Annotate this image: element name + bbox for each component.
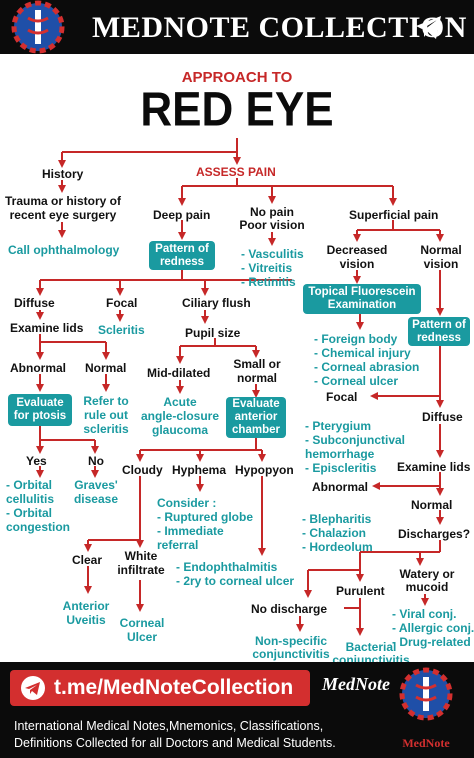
node-assess-pain: ASSESS PAIN bbox=[196, 165, 276, 179]
list-hypopyon: - Endophthalmitis- 2ry to corneal ulcer bbox=[176, 560, 295, 588]
node-graves: Graves'disease bbox=[73, 478, 119, 506]
node-consider: Consider : bbox=[157, 496, 217, 510]
node-watery-line1: Watery or bbox=[399, 567, 455, 581]
node-scleritis: Scleritis bbox=[98, 323, 145, 337]
node-diffuse-right: Diffuse bbox=[422, 410, 463, 424]
mednote-logo-icon bbox=[11, 0, 65, 54]
node-mid-dilated: Mid-dilated bbox=[147, 366, 211, 380]
node-decreased-vision-line1: Decreased bbox=[326, 243, 388, 257]
node-purulent: Purulent bbox=[336, 584, 385, 598]
title-red-eye: RED EYE bbox=[140, 82, 334, 137]
telegram-icon[interactable] bbox=[414, 12, 444, 42]
node-no-discharge: No discharge bbox=[251, 602, 328, 616]
node-no: No bbox=[88, 454, 104, 468]
node-focal-left: Focal bbox=[106, 296, 138, 310]
list-yes: - Orbital cellulitis- Orbital congestion bbox=[6, 478, 71, 534]
telegram-link-text: t.me/MedNoteCollection bbox=[54, 676, 294, 699]
node-trauma-line1: Trauma or history of bbox=[4, 194, 122, 208]
node-examine-lids-right: Examine lids bbox=[397, 460, 471, 474]
list-fluorescein: - Foreign body- Chemical injury- Corneal… bbox=[314, 332, 420, 388]
node-hyphema: Hyphema bbox=[172, 463, 227, 477]
footer-bar: t.me/MedNoteCollection MedNote MedNote I… bbox=[0, 662, 474, 758]
header-title: MEDNOTE COLLECTION bbox=[92, 11, 467, 44]
node-normal-vision-line1: Normal bbox=[420, 243, 462, 257]
node-no-pain-line2: Poor vision bbox=[239, 218, 305, 232]
node-clear: Clear bbox=[72, 553, 103, 567]
node-bacterial-line1: Bacterial bbox=[345, 640, 397, 654]
list-watery: - Viral conj.- Allergic conj.- Drug-rela… bbox=[392, 607, 474, 649]
list-abnormal-right: - Blepharitis- Chalazion- Hordeolum bbox=[302, 512, 373, 554]
footer-brand: MedNote bbox=[322, 674, 390, 694]
node-ciliary-flush: Ciliary flush bbox=[182, 296, 251, 310]
node-watery-line2: mucoid bbox=[405, 580, 449, 594]
header-bar: MEDNOTE COLLECTION bbox=[0, 0, 474, 54]
node-nonspecific-line2: conjunctivitis bbox=[252, 647, 330, 661]
node-yes: Yes bbox=[26, 454, 47, 468]
telegram-icon bbox=[21, 676, 45, 700]
node-pupil-size: Pupil size bbox=[185, 326, 241, 340]
node-diffuse-left: Diffuse bbox=[14, 296, 55, 310]
list-no-pain: - Vasculitis- Vitreitis- Retinitis bbox=[241, 247, 304, 289]
node-normal-right: Normal bbox=[411, 498, 453, 512]
list-focal-right: - Pterygium- Subconjunctival hemorrhage-… bbox=[305, 419, 406, 475]
list-consider: - Ruptured globe- Immediate referral bbox=[157, 510, 253, 552]
telegram-link-button[interactable]: t.me/MedNoteCollection bbox=[10, 670, 310, 706]
node-no-pain-line1: No pain bbox=[250, 205, 294, 219]
node-deep-pain: Deep pain bbox=[153, 208, 211, 222]
node-trauma-line2: recent eye surgery bbox=[9, 208, 117, 222]
node-superficial-pain: Superficial pain bbox=[349, 208, 439, 222]
node-call-ophthalmology: Call ophthalmology bbox=[8, 243, 120, 257]
node-abnormal-right: Abnormal bbox=[312, 480, 369, 494]
node-cloudy: Cloudy bbox=[122, 463, 163, 477]
footer-tagline-line1: International Medical Notes,Mnemonics, C… bbox=[14, 719, 324, 733]
node-history: History bbox=[42, 167, 84, 181]
title-approach: APPROACH TO bbox=[181, 69, 293, 86]
mednote-logo-icon bbox=[399, 667, 453, 721]
node-abnormal-left: Abnormal bbox=[10, 361, 67, 375]
node-normal-vision-line2: vision bbox=[423, 257, 459, 271]
node-normal-left: Normal bbox=[85, 361, 127, 375]
node-hypopyon: Hypopyon bbox=[235, 463, 294, 477]
footer-tagline-line2: Definitions Collected for all Doctors an… bbox=[14, 736, 336, 750]
node-nonspecific-line1: Non-specific bbox=[254, 634, 327, 648]
node-focal-right: Focal bbox=[326, 390, 358, 404]
footer-brand-small: MedNote bbox=[402, 736, 450, 750]
node-decreased-vision-line2: vision bbox=[339, 257, 375, 271]
node-discharges: Discharges? bbox=[398, 527, 471, 541]
node-examine-lids-left: Examine lids bbox=[10, 321, 84, 335]
